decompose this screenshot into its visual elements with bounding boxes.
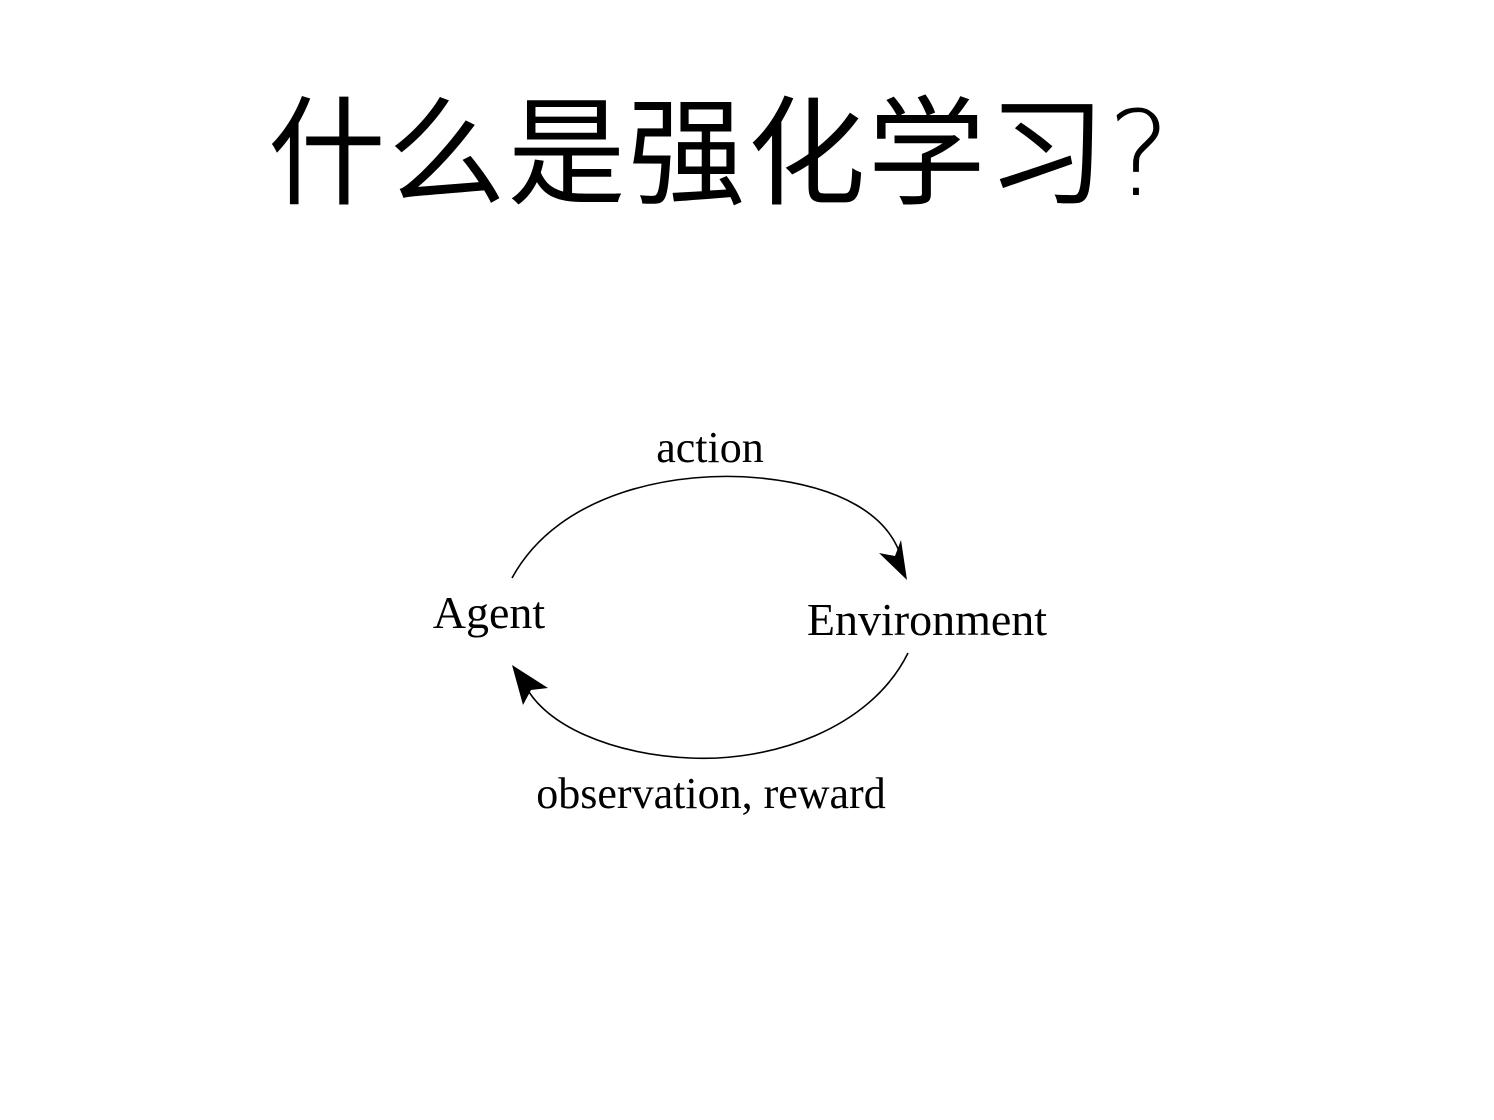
slide-title: 什么是强化学习? (267, 85, 1173, 223)
feedback-arrowhead-icon (512, 665, 548, 705)
action-arrowhead-icon (879, 540, 907, 580)
action-arrow-curve (511, 475, 903, 579)
action-label: action (656, 423, 764, 472)
agent-node: Agent (433, 587, 546, 638)
environment-node: Environment (807, 594, 1047, 645)
feedback-arrow-curve (524, 652, 909, 760)
observation-reward-label: observation, reward (536, 769, 885, 818)
